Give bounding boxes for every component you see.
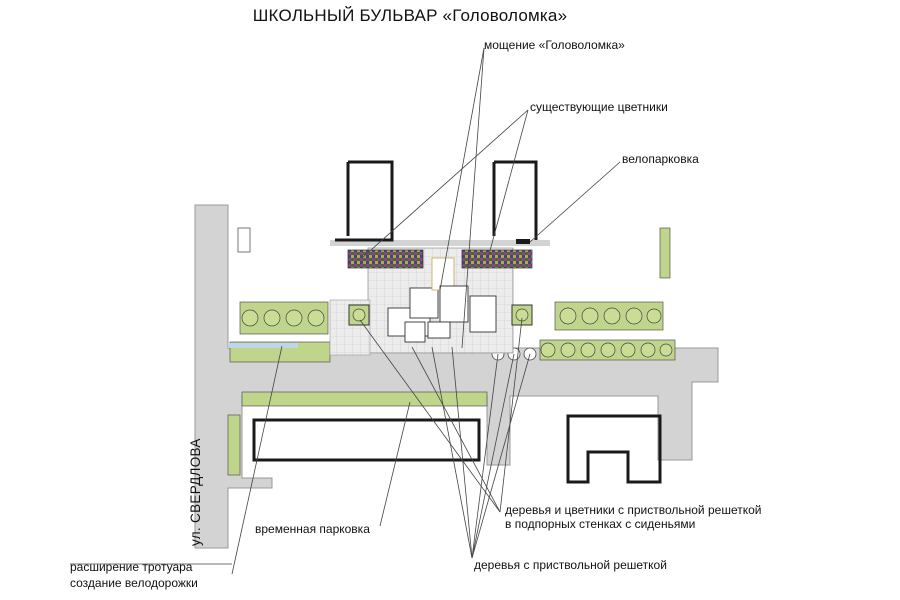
building-lower-right — [566, 414, 662, 484]
puzzle-block-2 — [409, 287, 439, 319]
puzzle-block-7 — [427, 321, 451, 339]
buildings — [237, 160, 662, 484]
street-prefix: ул. — [188, 527, 203, 546]
strip-right-vertical — [659, 227, 671, 279]
label-existing-flowerbeds: существующие цветники — [530, 100, 668, 114]
puzzle-block-5 — [469, 295, 497, 333]
label-temporary-parking: временная парковка — [255, 522, 370, 536]
puzzle-block-4 — [439, 285, 469, 323]
label-sidewalk-line2: создание велодорожки — [70, 576, 198, 590]
green-areas — [227, 227, 676, 476]
strip-near-parking — [241, 391, 488, 407]
flowerbed-left — [347, 249, 424, 269]
temporary-parking-building — [252, 418, 481, 462]
plaza — [329, 239, 533, 356]
street-label: ул. СВЕРДЛОВА — [188, 438, 203, 546]
flowerbed-right — [461, 249, 533, 269]
label-trees-retaining-line1: деревья и цветники с приствольной решетк… — [505, 503, 762, 517]
main-road — [194, 204, 719, 549]
label-sidewalk-line1: расширение тротуара — [70, 560, 193, 574]
trees-right — [559, 307, 662, 325]
label-trees-retaining-line2: в подпорных стенках с сиденьями — [505, 517, 696, 531]
label-paving: мощение «Головоломка» — [484, 38, 625, 52]
bike-rack — [516, 239, 530, 244]
trees-left — [241, 309, 325, 327]
building-right — [494, 160, 538, 240]
water-strip — [228, 343, 298, 348]
label-trees-grate: деревья с приствольной решеткой — [474, 558, 667, 572]
trees-lower-right — [540, 342, 673, 358]
plan-title: ШКОЛЬНЫЙ БУЛЬВАР «Головоломка» — [252, 6, 568, 25]
building-left — [335, 160, 394, 242]
puzzle-block-6 — [404, 321, 426, 343]
street-name: СВЕРДЛОВА — [188, 438, 203, 523]
label-bike-parking: велопарковка — [622, 152, 699, 166]
strip-left-vertical — [227, 414, 241, 476]
roads — [194, 204, 719, 549]
small-kiosk — [237, 227, 251, 253]
leader-lines — [70, 47, 621, 575]
upper-strip — [330, 240, 550, 246]
